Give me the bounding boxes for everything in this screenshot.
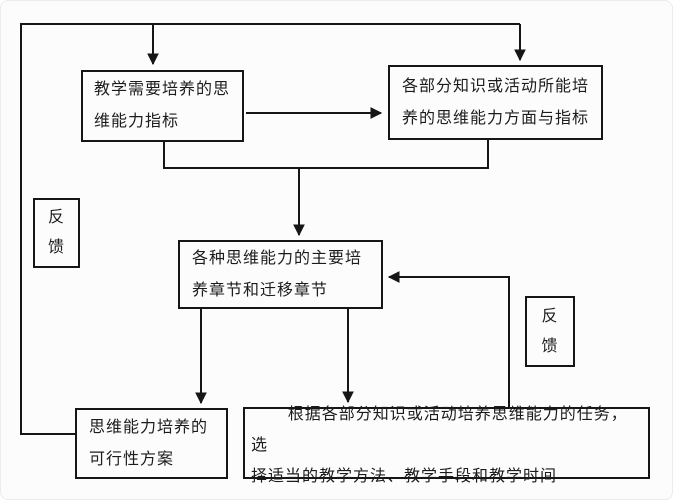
box-teaching-methods-label: 根据各部分知识或活动培养思维能力的任务，选 择适当的教学方法、教学手段和教学时间 — [251, 405, 628, 485]
merge-connector-line — [163, 139, 489, 169]
box-feasibility-plan-label: 思维能力培养的 可行性方案 — [89, 418, 209, 468]
box-teaching-methods: 根据各部分知识或活动培养思维能力的任务，选 择适当的教学方法、教学手段和教学时间 — [243, 406, 650, 485]
feedback-right-loop-line — [387, 271, 510, 407]
feedback-right-label: 反 馈 — [541, 307, 559, 355]
feedback-left-label-box: 反 馈 — [33, 198, 80, 268]
feedback-right-label-box: 反 馈 — [525, 296, 575, 367]
feedback-left-label: 反 馈 — [47, 209, 65, 256]
box-teaching-indicators: 教学需要培养的思 维能力指标 — [81, 70, 244, 142]
box-teaching-indicators-label: 教学需要培养的思 维能力指标 — [94, 81, 231, 130]
box-feasibility-plan: 思维能力培养的 可行性方案 — [75, 408, 228, 479]
box-knowledge-activity-indicators: 各部分知识或活动所能培 养的思维能力方面与指标 — [388, 65, 603, 140]
box-cultivation-chapters: 各种思维能力的主要培 养章节和迁移章节 — [178, 240, 383, 309]
box-knowledge-activity-indicators-label: 各部分知识或活动所能培 养的思维能力方面与指标 — [402, 77, 590, 127]
feedback-left-rail-line — [20, 23, 520, 435]
box-cultivation-chapters-label: 各种思维能力的主要培 养章节和迁移章节 — [192, 249, 363, 299]
